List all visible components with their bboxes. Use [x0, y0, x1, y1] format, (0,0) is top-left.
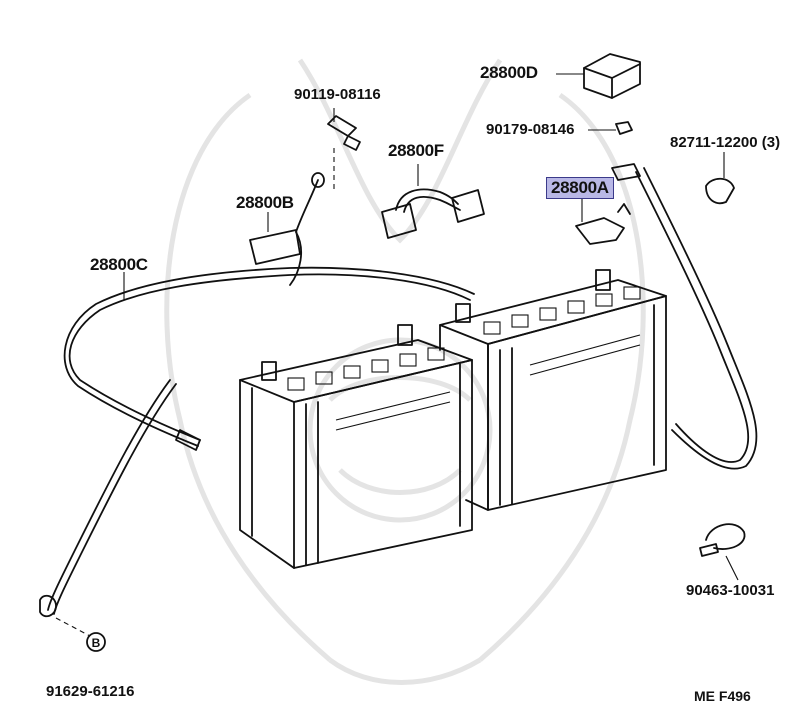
label-28800a-highlighted[interactable]: 28800A — [546, 177, 614, 199]
clamp-90463 — [699, 523, 746, 581]
battery-rear — [439, 269, 667, 511]
nut-90179 — [588, 121, 633, 135]
bolt-mark-text: B — [92, 636, 101, 650]
label-28800d[interactable]: 28800D — [480, 63, 538, 82]
cable-28800a — [575, 163, 758, 470]
label-90119-08116[interactable]: 90119-08116 — [294, 86, 381, 103]
label-82711-12200[interactable]: 82711-12200 (3) — [670, 134, 781, 151]
figure-code: ME F496 — [694, 688, 751, 704]
cover-28800d — [556, 53, 641, 99]
cable-28800c — [39, 266, 475, 637]
bolt-90119 — [327, 115, 361, 151]
label-90463-10031[interactable]: 90463-10031 — [686, 582, 775, 599]
label-91629-61216[interactable]: 91629-61216 — [46, 683, 135, 700]
bolt-91629: B — [86, 632, 106, 652]
label-90179-08146[interactable]: 90179-08146 — [486, 121, 575, 138]
label-28800c[interactable]: 28800C — [90, 255, 148, 274]
leader-lines — [123, 108, 725, 300]
label-28800b[interactable]: 28800B — [236, 193, 294, 212]
clip-82711 — [705, 177, 735, 205]
cable-28800b — [249, 148, 335, 286]
battery-front — [239, 324, 473, 569]
label-28800f[interactable]: 28800F — [388, 141, 444, 160]
cable-28800f — [381, 188, 485, 239]
